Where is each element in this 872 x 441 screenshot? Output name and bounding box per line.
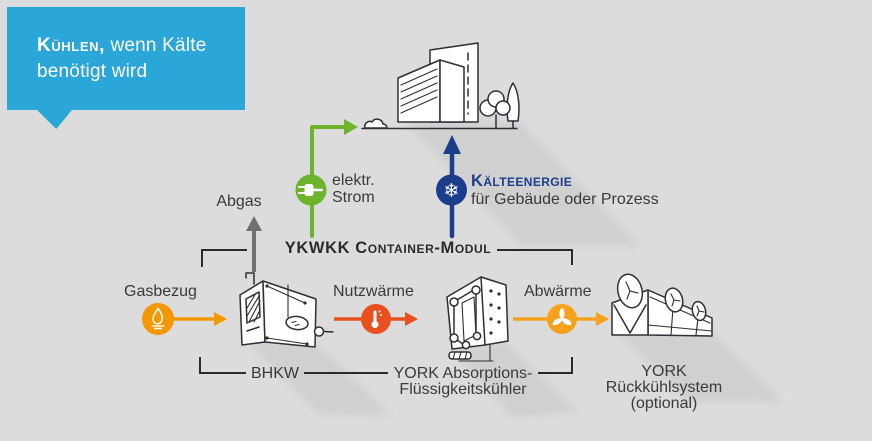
- fan-icon: [552, 308, 572, 326]
- absorber-icon: [446, 276, 509, 362]
- abwaerme-arrow: [513, 304, 609, 334]
- flame-icon: [151, 307, 165, 330]
- headline-line1: Kühlen, wenn Kälte: [37, 35, 207, 56]
- snowflake-icon: ❄: [444, 180, 460, 202]
- abwaerme-label: Abwärme: [524, 283, 592, 300]
- strom-label: elektr. Strom: [332, 172, 375, 206]
- nutzwaerme-arrow: [334, 304, 418, 334]
- headline-banner: Kühlen, wenn Kälte benötigt wird: [7, 7, 245, 110]
- kaelteenergie-title: Kälteenergie: [471, 172, 573, 190]
- snowflake-badge: [436, 174, 467, 206]
- absorber-label: YORK Absorptions- Flüssigkeitskühler: [393, 365, 533, 398]
- cooling-tower-icon: [611, 273, 713, 337]
- bhkw-label: BHKW: [251, 365, 299, 382]
- kaelteenergie-subtitle: für Gebäude oder Prozess: [471, 191, 659, 208]
- flame-badge: [142, 303, 174, 335]
- strom-arrow: [295, 119, 358, 238]
- kaelteenergie-arrow: ❄: [436, 135, 467, 239]
- abgas-arrow: [246, 216, 262, 272]
- gas-arrow: [142, 303, 227, 335]
- building-icon: [361, 42, 520, 130]
- headline-emphasis: Kühlen,: [37, 35, 105, 56]
- module-label: YKWKK Container-Modul: [284, 239, 492, 257]
- module-bracket: [201, 249, 573, 267]
- thermometer-icon: [371, 310, 382, 329]
- nutzwaerme-label: Nutzwärme: [333, 283, 414, 300]
- headline-line2: benötigt wird: [37, 61, 148, 82]
- bhkw-icon: [239, 272, 334, 348]
- gasbezug-label: Gasbezug: [124, 283, 197, 300]
- plug-icon: [298, 184, 324, 196]
- abgas-label: Abgas: [216, 193, 262, 210]
- headline-text: Kühlen, wenn Kälte benötigt wird: [37, 33, 206, 85]
- bush-icon: [364, 118, 388, 129]
- components-bracket: [199, 357, 573, 374]
- rueckkuehler-label: YORK Rückkühlsystem (optional): [605, 363, 723, 412]
- trees-icon: [479, 82, 520, 129]
